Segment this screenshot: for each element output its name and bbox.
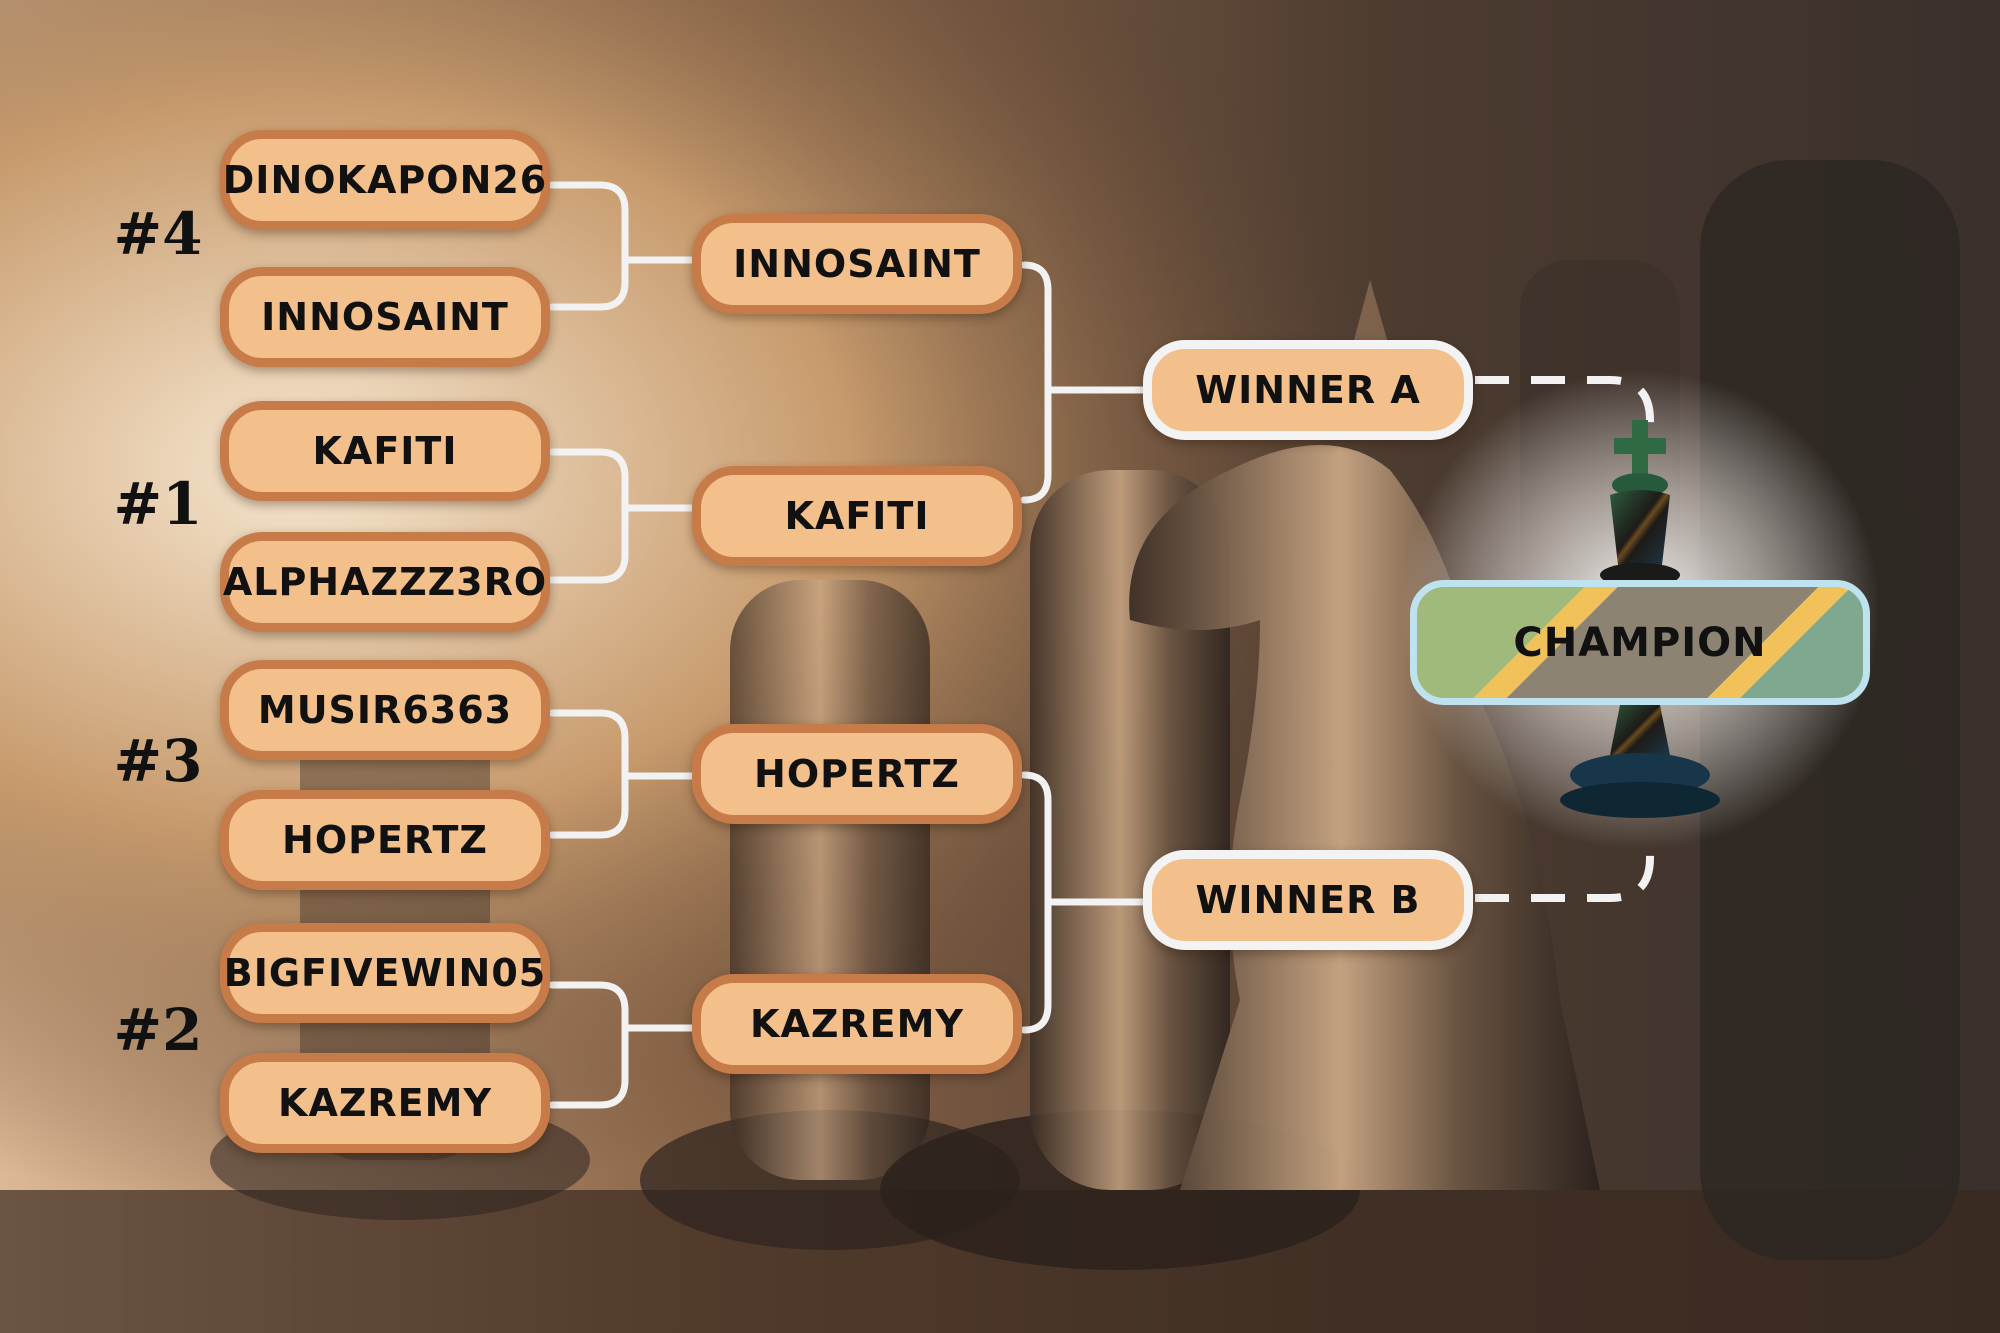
round1-player: MUSIR6363 bbox=[220, 660, 550, 760]
round1-player: KAFITI bbox=[220, 401, 550, 501]
seed-label: #2 bbox=[113, 996, 203, 1064]
seed-label: #3 bbox=[113, 727, 203, 795]
final-winner-b: WINNER B bbox=[1143, 850, 1473, 950]
round1-player: ALPHAZZZ3RO bbox=[220, 532, 550, 632]
round1-player: KAZREMY bbox=[220, 1053, 550, 1153]
round2-player: INNOSAINT bbox=[692, 214, 1022, 314]
round2-player: HOPERTZ bbox=[692, 724, 1022, 824]
round1-player: BIGFIVEWIN05 bbox=[220, 923, 550, 1023]
round1-player: HOPERTZ bbox=[220, 790, 550, 890]
champion-label: CHAMPION bbox=[1513, 619, 1767, 666]
seed-label: #4 bbox=[113, 200, 203, 268]
round2-player: KAZREMY bbox=[692, 974, 1022, 1074]
round1-player: DINOKAPON26 bbox=[220, 130, 550, 230]
final-winner-a: WINNER A bbox=[1143, 340, 1473, 440]
seed-label: #1 bbox=[113, 470, 203, 538]
champion-box: CHAMPION bbox=[1410, 580, 1870, 705]
round2-player: KAFITI bbox=[692, 466, 1022, 566]
round1-player: INNOSAINT bbox=[220, 267, 550, 367]
